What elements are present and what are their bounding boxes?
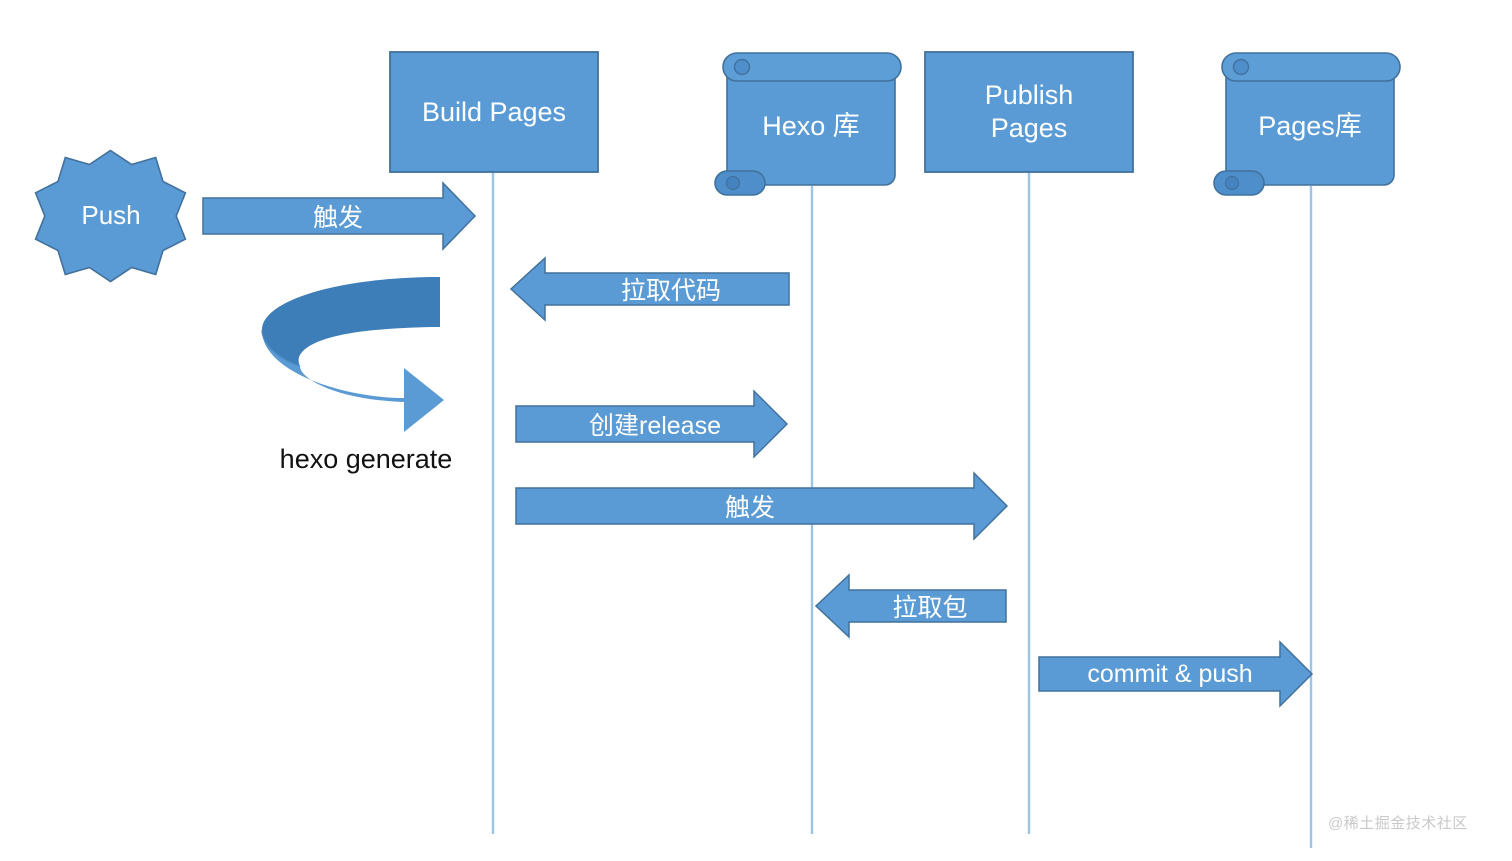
- message-arrow-m7[interactable]: [1038, 640, 1314, 708]
- actor-shape-push[interactable]: [34, 149, 187, 283]
- actor-shape-build[interactable]: [389, 51, 599, 173]
- message-arrow-m5[interactable]: [515, 471, 1009, 541]
- message-arrow-m6[interactable]: [814, 573, 1007, 639]
- actor-shape-hexo[interactable]: [714, 52, 902, 196]
- lifelines: [491, 172, 1313, 848]
- message-arrow-m1[interactable]: [202, 181, 477, 251]
- actor-shape-publish[interactable]: [924, 51, 1134, 173]
- message-arrow-m4[interactable]: [515, 389, 789, 459]
- message-arrow-m2[interactable]: [509, 256, 790, 322]
- message-arrow-m3[interactable]: [261, 277, 444, 432]
- actor-shape-pages[interactable]: [1213, 52, 1401, 196]
